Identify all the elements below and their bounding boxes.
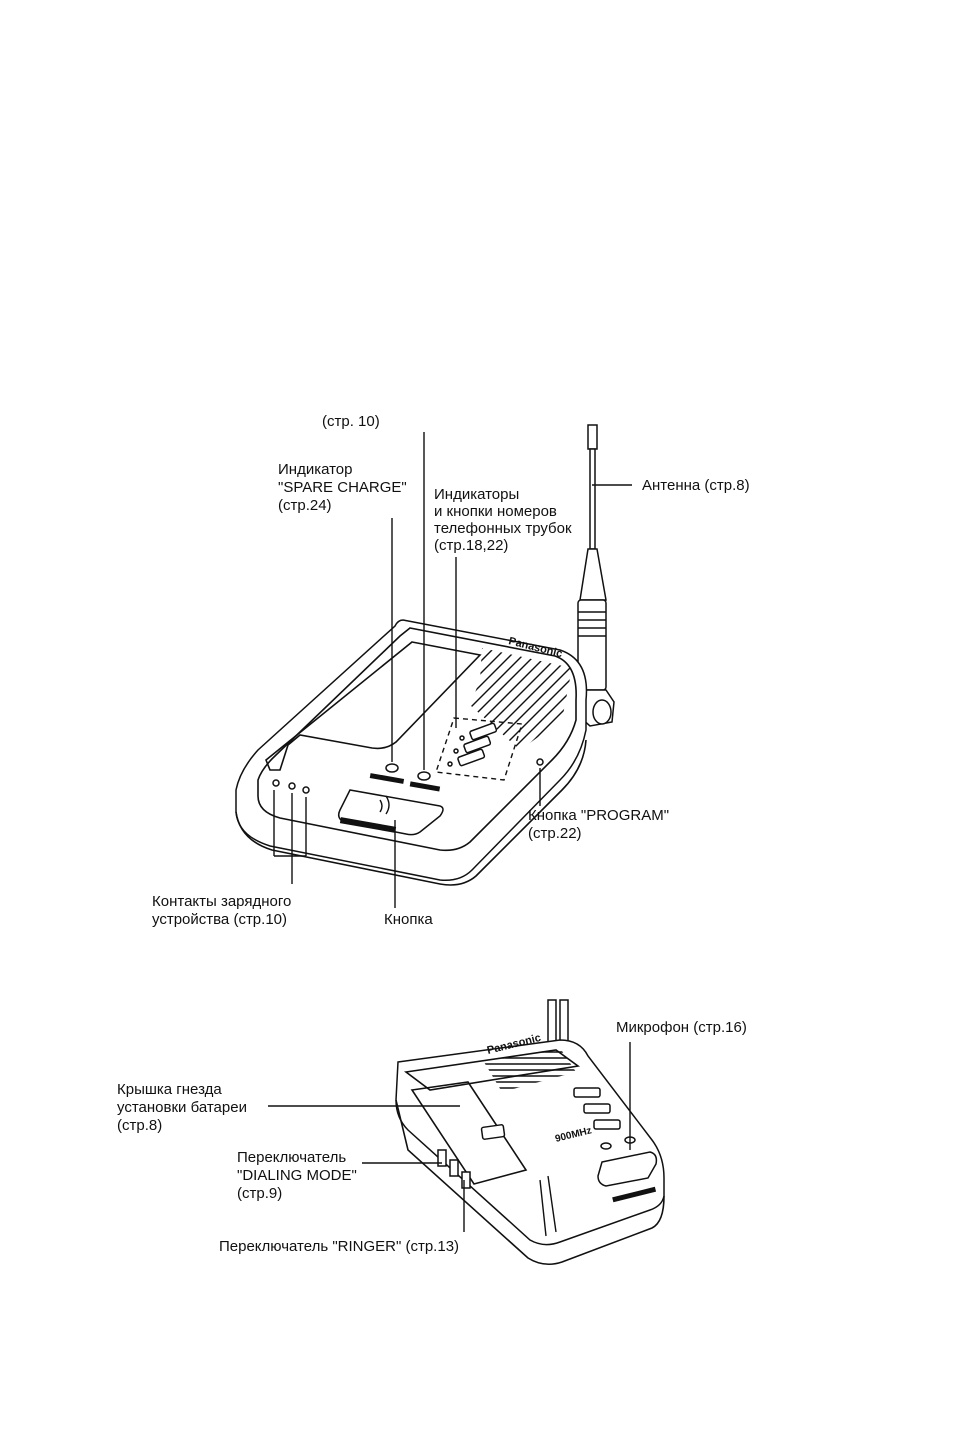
side-handset-button-1[interactable] bbox=[573, 1087, 601, 1098]
top-callouts: (стр. 10) Индикатор "SPARE CHARGE" (стр.… bbox=[152, 413, 750, 928]
callout-program-line1: Кнопка "PROGRAM" bbox=[528, 807, 669, 824]
bottom-leader-lines bbox=[268, 1042, 631, 1232]
handset-button-3[interactable] bbox=[457, 748, 486, 767]
callout-spare-charge-line2: "SPARE CHARGE" bbox=[278, 479, 407, 496]
callout-dialing-mode-line2: "DIALING MODE" bbox=[237, 1167, 357, 1184]
side-handset-button-2[interactable] bbox=[583, 1103, 611, 1114]
callout-button: Кнопка bbox=[384, 911, 433, 928]
callout-charger-contacts-line2: устройства (стр.10) bbox=[152, 911, 287, 928]
callout-battery-cover-line3: (стр.8) bbox=[117, 1117, 162, 1134]
charge-led bbox=[417, 771, 431, 781]
callout-program-line2: (стр.22) bbox=[528, 825, 582, 842]
handset-number-buttons bbox=[447, 722, 498, 767]
top-leader-lines bbox=[273, 432, 632, 908]
callout-spare-charge-line3: (стр.24) bbox=[278, 497, 332, 514]
side-handset-button-3[interactable] bbox=[593, 1119, 621, 1130]
program-button[interactable] bbox=[536, 758, 544, 766]
callout-handset-indicators-line3: телефонных трубок bbox=[434, 520, 572, 537]
callout-battery-cover-line2: установки батареи bbox=[117, 1099, 247, 1116]
callout-handset-indicators-line4: (стр.18,22) bbox=[434, 537, 508, 554]
charge-contact-3 bbox=[302, 786, 310, 794]
ringer-switch[interactable] bbox=[461, 1171, 471, 1189]
handset-buttons-group bbox=[435, 717, 523, 781]
dialing-mode-switch[interactable] bbox=[437, 1149, 447, 1167]
callout-microphone: Микрофон (стр.16) bbox=[616, 1019, 747, 1036]
bottom-callouts: Микрофон (стр.16) Крышка гнезда установк… bbox=[117, 1019, 747, 1255]
battery-cover bbox=[410, 1081, 528, 1185]
handset-button-2[interactable] bbox=[463, 735, 492, 754]
callout-antenna: Антенна (стр.8) bbox=[642, 477, 750, 494]
side-locator-button[interactable] bbox=[597, 1151, 658, 1187]
base-unit-bottom-illustration: Panasonic 900MHz bbox=[395, 999, 665, 1266]
base-body-outline bbox=[235, 619, 588, 882]
callout-handset-indicators-line2: и кнопки номеров bbox=[434, 503, 557, 520]
charge-contact-1 bbox=[272, 779, 280, 787]
callout-ringer: Переключатель "RINGER" (стр.13) bbox=[219, 1238, 459, 1255]
charge-contact-2 bbox=[288, 782, 296, 790]
callout-battery-cover-line1: Крышка гнезда bbox=[117, 1081, 222, 1098]
callout-spare-charge-line1: Индикатор bbox=[278, 461, 353, 478]
handset-button-1[interactable] bbox=[469, 722, 498, 741]
callout-ref-page10: (стр. 10) bbox=[322, 413, 380, 430]
callout-dialing-mode-line1: Переключатель bbox=[237, 1149, 346, 1166]
spare-charge-led bbox=[385, 763, 399, 773]
callout-handset-indicators-line1: Индикаторы bbox=[434, 486, 519, 503]
callout-charger-contacts-line1: Контакты зарядного bbox=[152, 893, 291, 910]
callout-dialing-mode-line3: (стр.9) bbox=[237, 1185, 282, 1202]
base-unit-top-illustration: Panasonic bbox=[235, 424, 615, 886]
